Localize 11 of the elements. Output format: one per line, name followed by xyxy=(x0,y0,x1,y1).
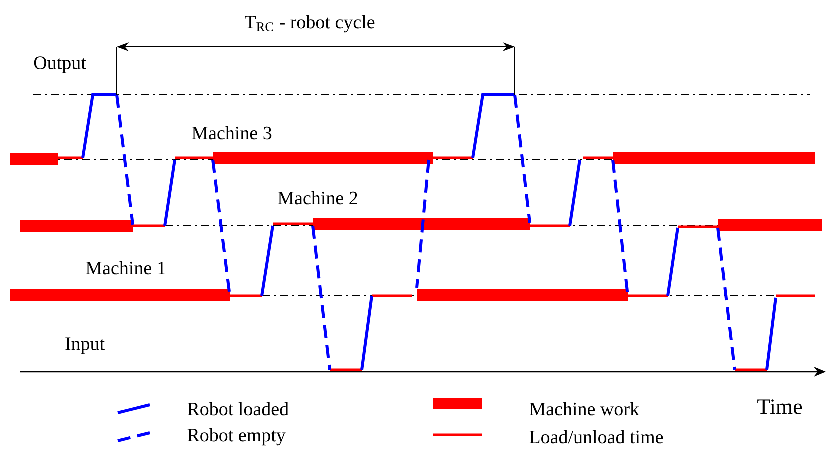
legend-text: Robot loaded xyxy=(188,402,289,416)
legend-text: Load/unload time xyxy=(530,430,664,444)
legend-text: Robot empty xyxy=(188,428,286,446)
level-label: Output xyxy=(34,56,86,74)
axis-title: T$_{RC}$ - robot cycle xyxy=(245,15,375,33)
legend-text: Machine work xyxy=(530,402,640,416)
level-label: Machine 3 xyxy=(192,126,272,140)
level-label: Input xyxy=(66,338,105,354)
level-label: Machine 2 xyxy=(278,191,358,205)
axis-label: Time xyxy=(758,400,802,414)
level-label: Machine 1 xyxy=(86,261,166,275)
